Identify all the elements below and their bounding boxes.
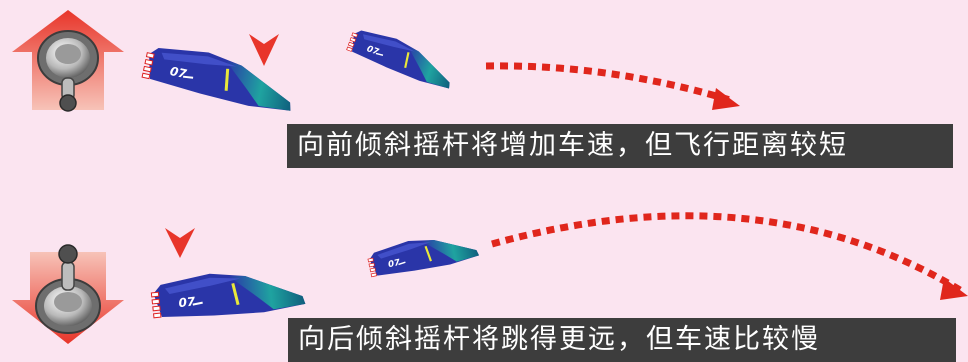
race-car-flying-sprite	[344, 23, 460, 92]
backward-tip-caption: 向后倾斜摇杆将跳得更远，但车速比较慢	[288, 318, 956, 362]
forward-tip-caption: 向前倾斜摇杆将增加车速，但飞行距离较短	[287, 124, 953, 168]
long-trajectory-path	[491, 212, 968, 300]
short-trajectory-path	[485, 62, 740, 110]
race-car-sprite	[149, 263, 307, 325]
forward-joystick-icon	[12, 10, 124, 112]
race-car-sprite	[139, 39, 300, 116]
race-car-flying-sprite	[365, 226, 481, 282]
down-chevron-icon	[165, 228, 195, 258]
down-chevron-icon	[249, 34, 279, 66]
backward-joystick-icon	[12, 244, 124, 344]
